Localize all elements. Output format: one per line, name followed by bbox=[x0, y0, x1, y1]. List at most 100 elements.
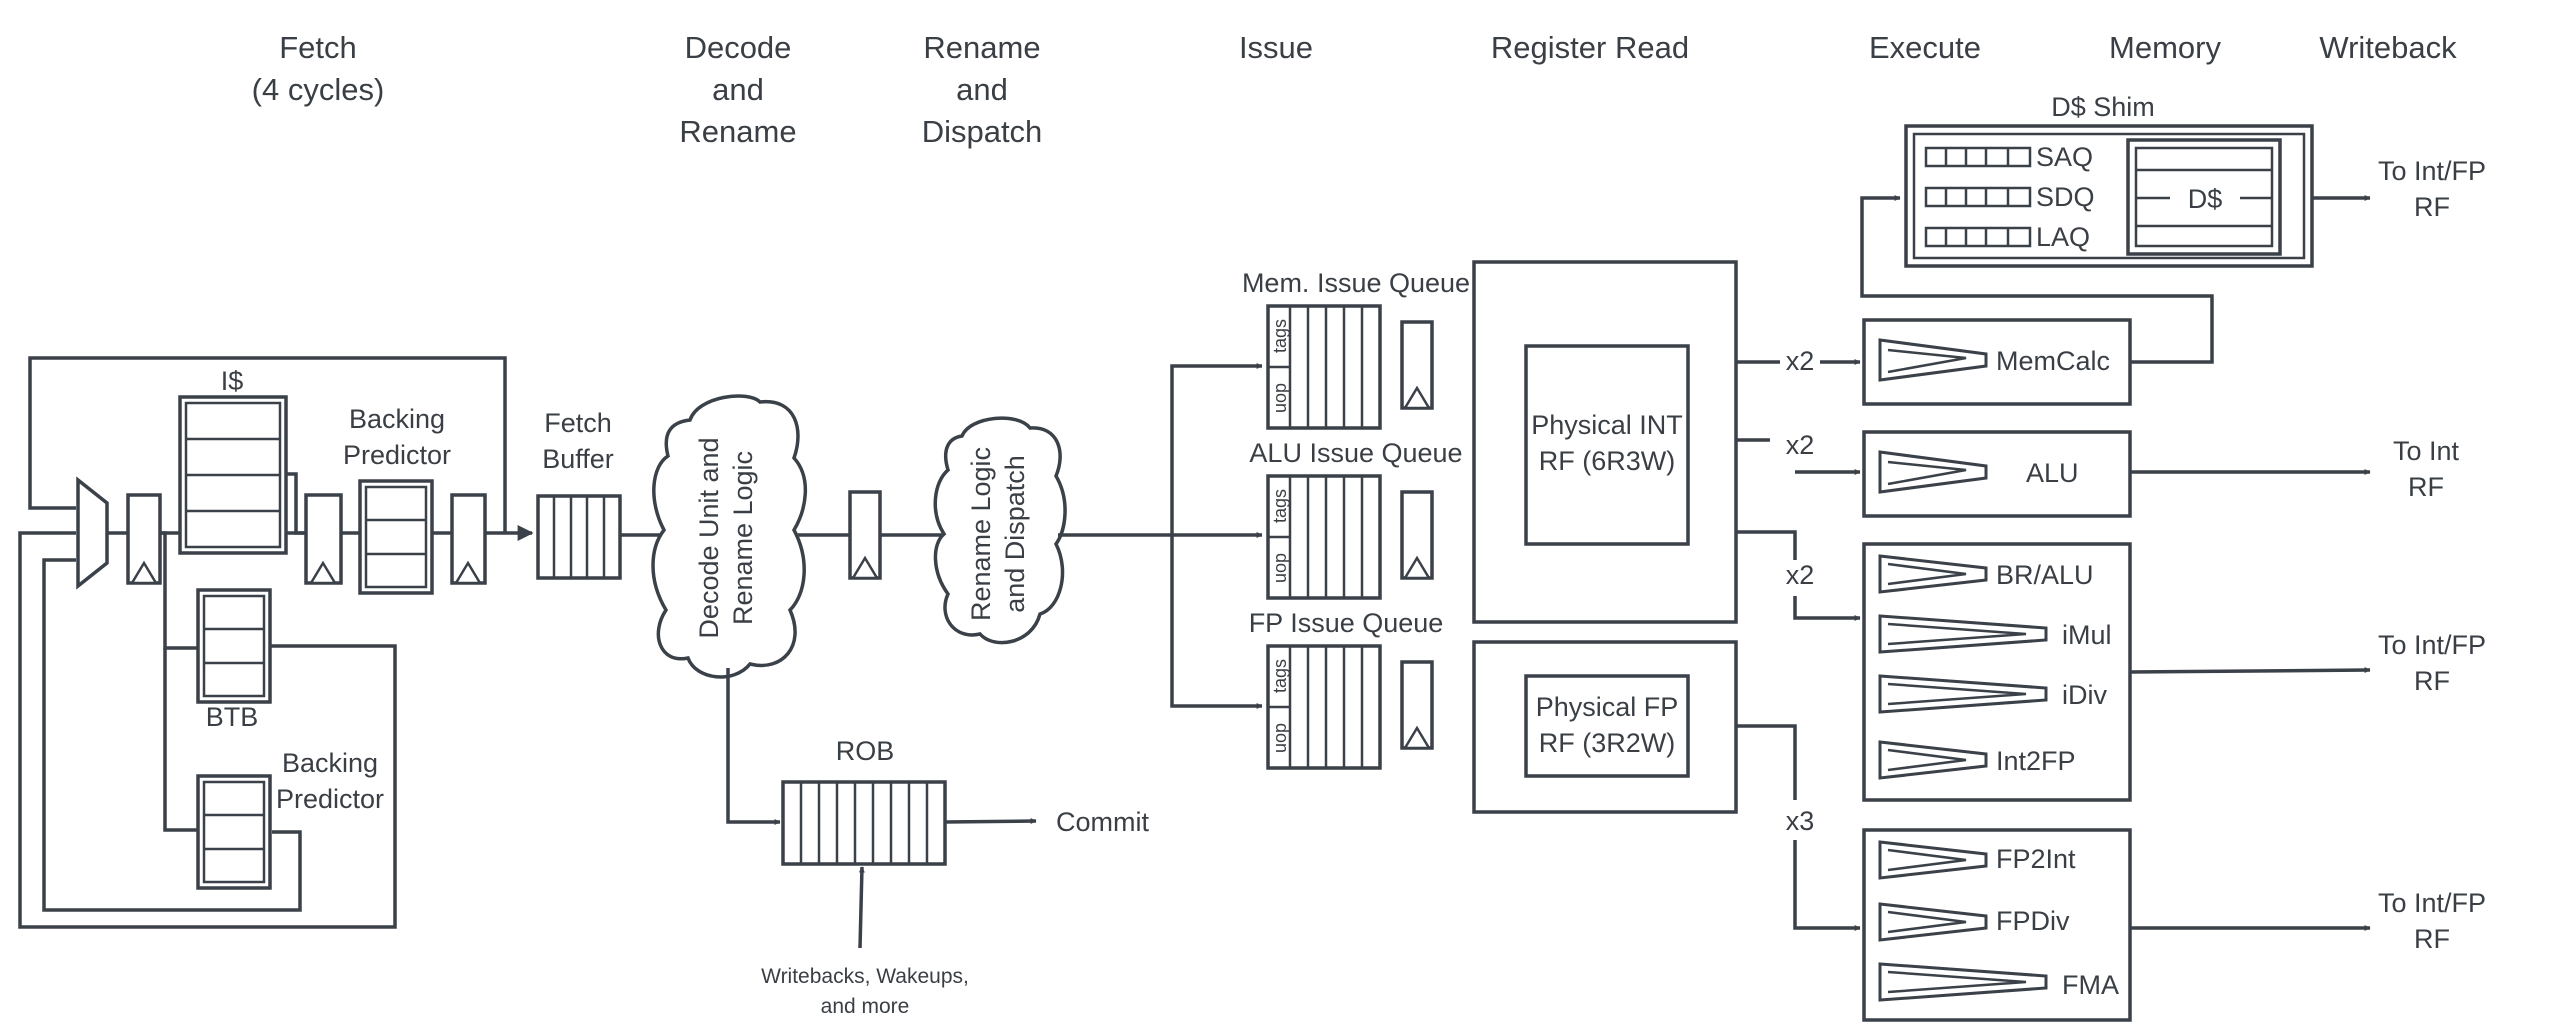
fetch-buffer: Fetch Buffer bbox=[536, 408, 622, 580]
int-rf-line1: Physical INT bbox=[1531, 410, 1683, 440]
laq-queue: LAQ bbox=[1924, 222, 2090, 252]
mem-queue-uop-label: uop bbox=[1270, 383, 1290, 413]
alu-output-line1: To Int bbox=[2393, 436, 2460, 466]
rename-cloud-line2: and Dispatch bbox=[1000, 455, 1030, 613]
bralu-label: BR/ALU bbox=[1996, 560, 2094, 590]
saq-label: SAQ bbox=[2036, 142, 2093, 172]
decode-cloud: Decode Unit and Rename Logic bbox=[651, 394, 807, 679]
fp2int-unit: FP2Int bbox=[1878, 840, 2076, 880]
stage-writeback: Writeback bbox=[2319, 30, 2457, 65]
dcache: D$ bbox=[2126, 138, 2282, 256]
icache-label: I$ bbox=[221, 366, 244, 396]
fma-label: FMA bbox=[2062, 970, 2119, 1000]
alu-queue-tags-label: tags bbox=[1270, 489, 1290, 523]
fp-queue-uop-label: uop bbox=[1270, 723, 1290, 753]
fp-rf-line2: RF (3R2W) bbox=[1539, 728, 1676, 758]
fp-register-file: Physical FP RF (3R2W) bbox=[1472, 640, 1738, 814]
rename-cloud-line1: Rename Logic bbox=[966, 447, 996, 621]
alu-unit: ALU bbox=[1862, 430, 2132, 518]
dcache-label: D$ bbox=[2188, 184, 2223, 214]
stage-issue: Issue bbox=[1239, 30, 1313, 65]
fpgroup-output-line2: RF bbox=[2414, 924, 2450, 954]
dshim-title: D$ Shim bbox=[2051, 92, 2155, 122]
dcache-shim: D$ Shim SAQ SDQ LAQ bbox=[1904, 92, 2314, 268]
fetch-buffer-line1: Fetch bbox=[544, 408, 612, 438]
alu-multiplier-label: x2 bbox=[1786, 430, 1815, 460]
alu-output-line2: RF bbox=[2408, 472, 2444, 502]
sdq-queue: SDQ bbox=[1924, 182, 2095, 212]
fp-issue-queue-label: FP Issue Queue bbox=[1249, 608, 1444, 638]
stage-fetch-line2: (4 cycles) bbox=[252, 72, 385, 107]
issue-latches bbox=[1400, 320, 1434, 750]
backing-predictor-1-line2: Predictor bbox=[343, 440, 451, 470]
stage-decode-line3: Rename bbox=[679, 114, 796, 149]
alu-label: ALU bbox=[2026, 458, 2079, 488]
stage-rename-line1: Rename bbox=[923, 30, 1040, 65]
intgroup-output-wire bbox=[2129, 667, 2371, 674]
fetch-feedback-wires bbox=[18, 356, 534, 929]
fpdiv-unit: FPDiv bbox=[1878, 902, 2070, 942]
rob-inputs-line1: Writebacks, Wakeups, bbox=[761, 965, 969, 988]
btb: BTB bbox=[196, 588, 272, 732]
imul-unit: iMul bbox=[1878, 614, 2112, 654]
rob: ROB bbox=[781, 736, 947, 866]
alu-queue-uop-label: uop bbox=[1270, 553, 1290, 583]
stage-rename-line3: Dispatch bbox=[922, 114, 1043, 149]
int-rf-line2: RF (6R3W) bbox=[1539, 446, 1676, 476]
integer-unit-group: BR/ALU iMul iDiv Int2FP bbox=[1862, 542, 2132, 802]
icache: I$ bbox=[178, 366, 288, 555]
stage-decode-line2: and bbox=[712, 72, 764, 107]
bralu-unit: BR/ALU bbox=[1878, 554, 2094, 594]
dshim-output-line2: RF bbox=[2414, 192, 2450, 222]
mem-issue-queue-label: Mem. Issue Queue bbox=[1242, 268, 1470, 298]
backing-predictor-1: Backing Predictor bbox=[343, 404, 451, 595]
mem-queue-tags-label: tags bbox=[1270, 319, 1290, 353]
rob-label: ROB bbox=[836, 736, 895, 766]
commit-label: Commit bbox=[1056, 807, 1149, 837]
rob-commit-wire bbox=[944, 818, 1037, 825]
idiv-label: iDiv bbox=[2062, 680, 2107, 710]
laq-label: LAQ bbox=[2036, 222, 2090, 252]
sdq-label: SDQ bbox=[2036, 182, 2095, 212]
stage-fetch-line1: Fetch bbox=[279, 30, 357, 65]
rob-input-wire bbox=[858, 866, 865, 949]
alu-issue-queue: ALU Issue Queue tags uop bbox=[1249, 438, 1463, 600]
decode-cloud-line1: Decode Unit and bbox=[694, 437, 724, 638]
fpdiv-label: FPDiv bbox=[1996, 906, 2070, 936]
fpgroup-output-line1: To Int/FP bbox=[2378, 888, 2486, 918]
fp-queue-tags-label: tags bbox=[1270, 659, 1290, 693]
btb-label: BTB bbox=[206, 702, 259, 732]
int2fp-unit: Int2FP bbox=[1878, 740, 2076, 780]
intgroup-output-line2: RF bbox=[2414, 666, 2450, 696]
fpgroup-multiplier-label: x3 bbox=[1786, 806, 1815, 836]
stage-rename-line2: and bbox=[956, 72, 1008, 107]
stage-register-read: Register Read bbox=[1491, 30, 1689, 65]
mem-multiplier-label: x2 bbox=[1786, 346, 1815, 376]
backing-predictor-2-line1: Backing bbox=[282, 748, 378, 778]
saq-queue: SAQ bbox=[1924, 142, 2093, 172]
fetch-pipeline-latches bbox=[126, 493, 487, 585]
memcalc-label: MemCalc bbox=[1996, 346, 2110, 376]
backing-predictor-1-line1: Backing bbox=[349, 404, 445, 434]
stage-decode-line1: Decode bbox=[685, 30, 792, 65]
decode-to-rob-wire bbox=[726, 668, 781, 825]
stage-execute: Execute bbox=[1869, 30, 1981, 65]
fetch-pc-mux bbox=[76, 476, 109, 590]
brgroup-multiplier-label: x2 bbox=[1786, 560, 1815, 590]
backing-predictor-2-line2: Predictor bbox=[276, 784, 384, 814]
decode-cloud-line2: Rename Logic bbox=[728, 451, 758, 625]
int-register-file: Physical INT RF (6R3W) bbox=[1472, 260, 1738, 624]
fp-rf-line1: Physical FP bbox=[1536, 692, 1679, 722]
mem-issue-queue: Mem. Issue Queue tags uop bbox=[1242, 268, 1470, 430]
fetch-buffer-line2: Buffer bbox=[542, 444, 614, 474]
memcalc-to-dshim-wire bbox=[1860, 195, 2214, 364]
decode-latch bbox=[848, 490, 882, 580]
rename-cloud: Rename Logic and Dispatch bbox=[933, 416, 1067, 645]
alu-issue-queue-label: ALU Issue Queue bbox=[1249, 438, 1462, 468]
dispatch-fanout-wires bbox=[1058, 363, 1263, 709]
fma-unit: FMA bbox=[1878, 962, 2119, 1002]
memcalc-unit: MemCalc bbox=[1862, 318, 2132, 406]
rob-inputs-line2: and more bbox=[821, 995, 910, 1018]
dshim-output-line1: To Int/FP bbox=[2378, 156, 2486, 186]
